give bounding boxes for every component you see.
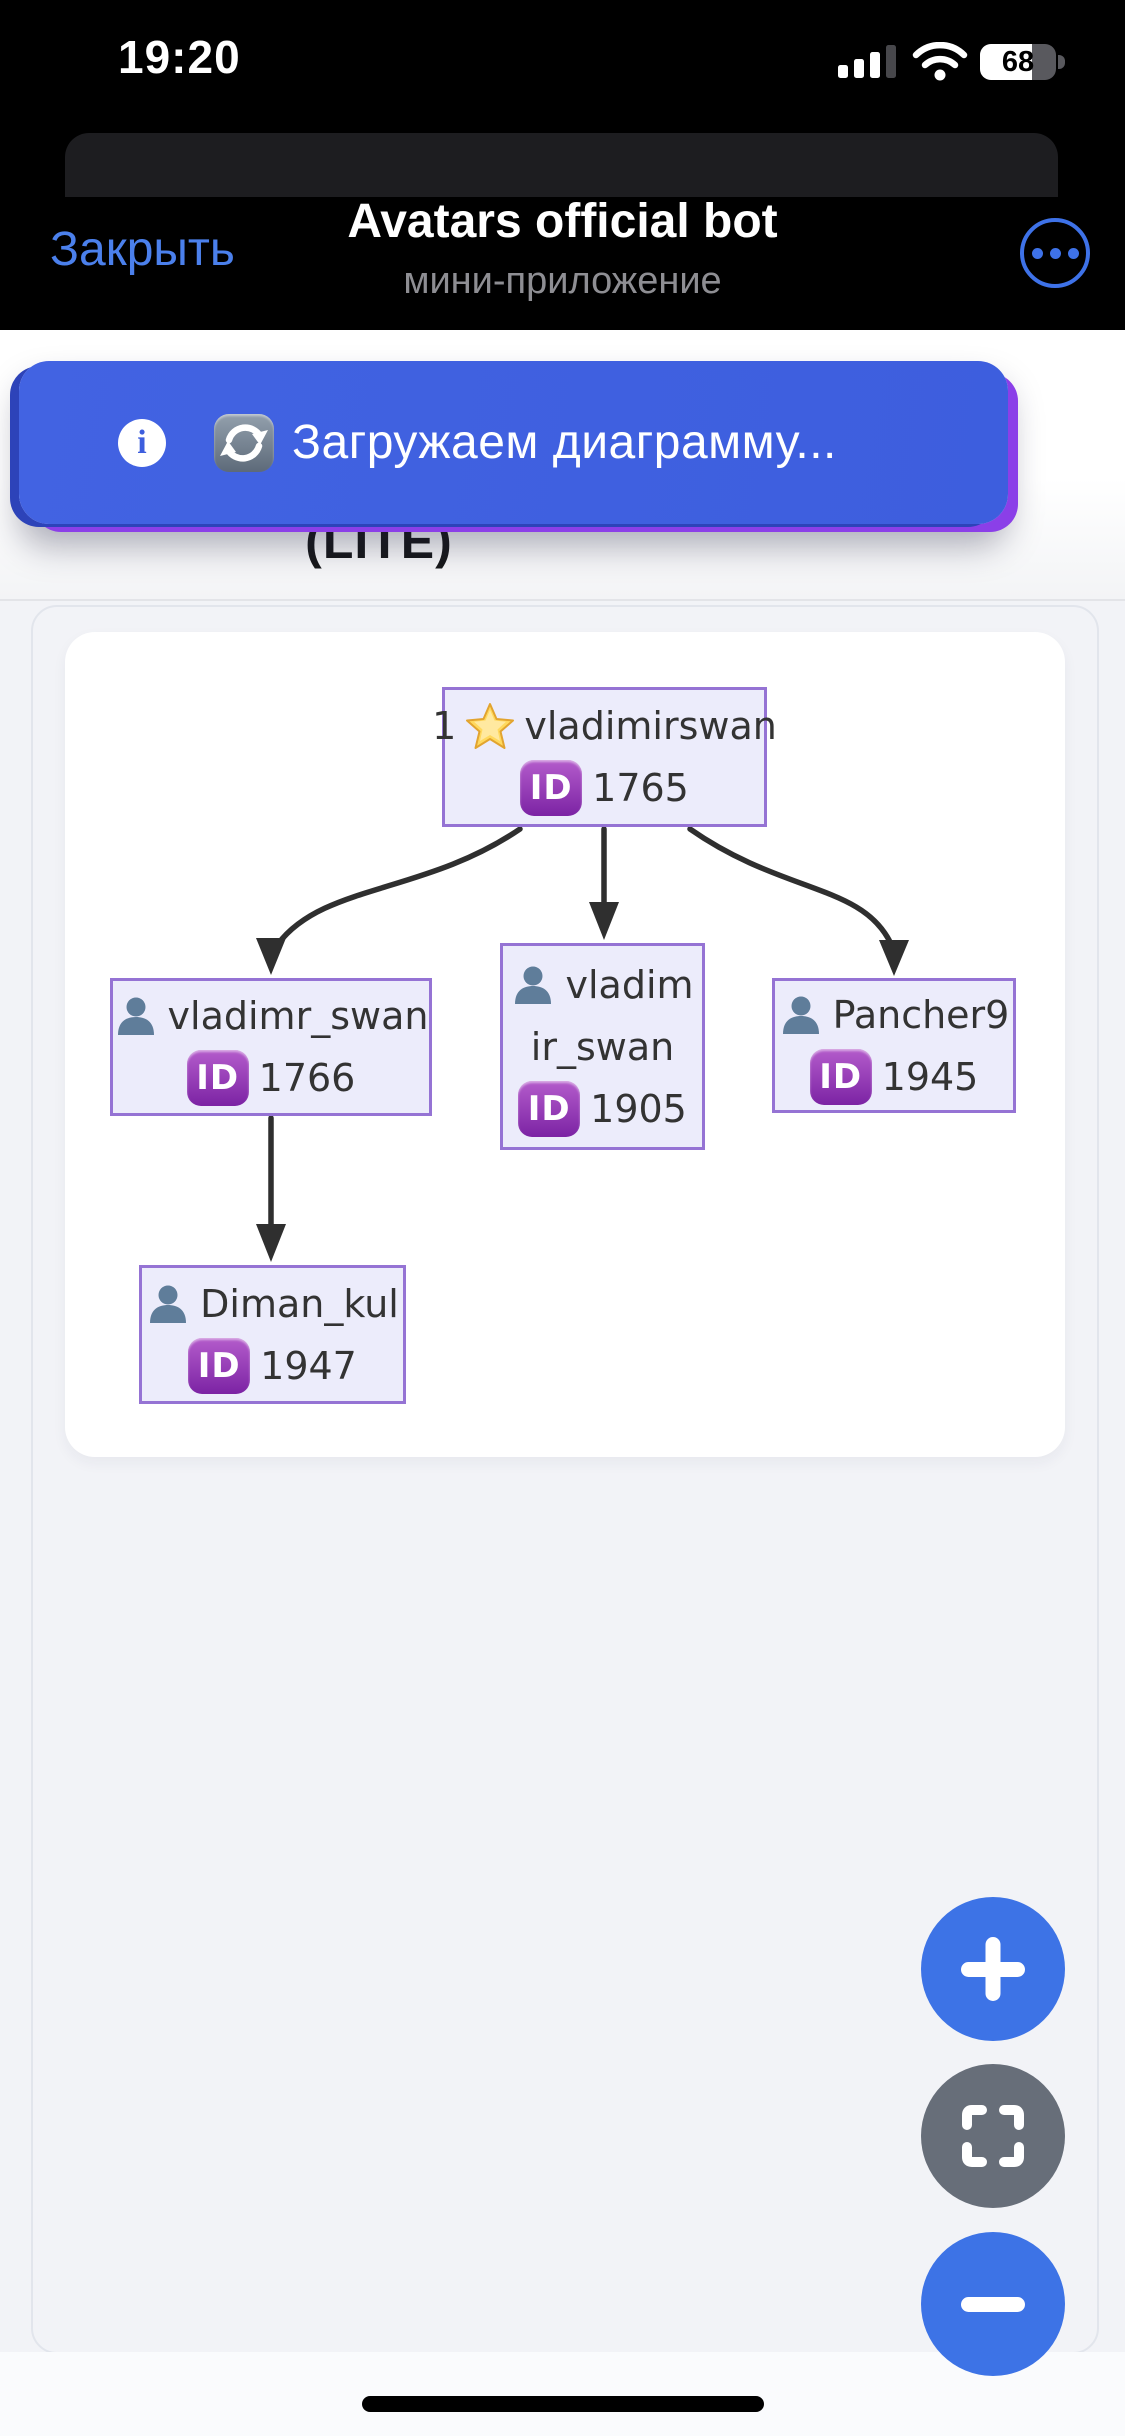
node-id-value: 1905 (590, 1086, 687, 1131)
node-name: vladimirswan (524, 704, 777, 748)
battery-fill (980, 44, 1032, 80)
page-title: Avatars official bot (347, 195, 778, 248)
node-id-value: 1947 (260, 1343, 357, 1388)
ellipsis-dot (1031, 247, 1043, 259)
star-icon (466, 703, 515, 749)
id-badge: ID (518, 1080, 581, 1137)
person-icon (782, 996, 819, 1034)
node-name: vladimr_swan (167, 994, 429, 1038)
diagram-container: 1 vladimirswan ID 1765 (31, 605, 1099, 2354)
zoom-in-button[interactable] (921, 1897, 1065, 2041)
bottom-safe-area (0, 2352, 1125, 2436)
diagram-node-child1: vladimr_swan ID 1766 (110, 978, 432, 1116)
plus-icon (961, 1937, 1025, 2001)
node-name: Pancher9 (832, 992, 1010, 1037)
more-options-button[interactable] (1020, 218, 1090, 288)
battery-percent: 68 (1001, 46, 1035, 78)
loading-toast[interactable] (19, 361, 1008, 524)
minus-icon (961, 2297, 1025, 2312)
status-time: 19:20 (118, 31, 241, 83)
diagram-card: 1 vladimirswan ID 1765 (65, 632, 1065, 1457)
refresh-arrows-icon (214, 414, 274, 472)
node-name: Diman_kul (200, 1281, 399, 1326)
loading-message: Загружаем диаграмму... (292, 416, 837, 469)
expand-icon (962, 2105, 1024, 2167)
id-badge: ID (520, 760, 583, 816)
node-name-line2: ir_swan (530, 1024, 675, 1069)
info-icon: i (118, 419, 166, 467)
ellipsis-dot (1049, 247, 1061, 259)
zoom-out-button[interactable] (921, 2232, 1065, 2376)
node-name-line1: vladim (565, 962, 694, 1007)
cellular-signal-icon (838, 45, 896, 78)
person-icon (150, 1285, 187, 1323)
node-id-value: 1765 (592, 766, 689, 810)
id-badge: ID (809, 1048, 872, 1105)
header-bar: 19:20 68 (0, 0, 1125, 330)
diagram-node-child3: Pancher9 ID 1945 (772, 978, 1016, 1113)
rank-label: 1 (432, 704, 457, 748)
node-id-value: 1945 (881, 1054, 979, 1099)
node-id-value: 1766 (258, 1056, 356, 1100)
diagram-node-grandchild: Diman_kul ID 1947 (139, 1265, 406, 1404)
close-button[interactable]: Закрыть (50, 223, 235, 276)
battery-indicator: 68 (980, 44, 1065, 80)
wifi-icon (912, 42, 968, 81)
diagram-node-child2: vladim ir_swan ID 1905 (500, 943, 705, 1150)
page-subtitle: мини-приложение (403, 260, 722, 302)
diagram-node-root: 1 vladimirswan ID 1765 (432, 687, 777, 827)
ellipsis-dot (1067, 247, 1079, 259)
header-title-block: Avatars official bot мини-приложение (0, 196, 1125, 303)
id-badge: ID (188, 1337, 251, 1394)
home-indicator[interactable] (362, 2396, 764, 2412)
person-icon (515, 966, 552, 1004)
id-badge: ID (186, 1050, 249, 1106)
sheet-grabber-bar (65, 133, 1058, 197)
fullscreen-button[interactable] (921, 2064, 1065, 2208)
battery-body: 68 (980, 44, 1056, 80)
person-icon (117, 997, 154, 1035)
battery-cap (1058, 55, 1065, 69)
